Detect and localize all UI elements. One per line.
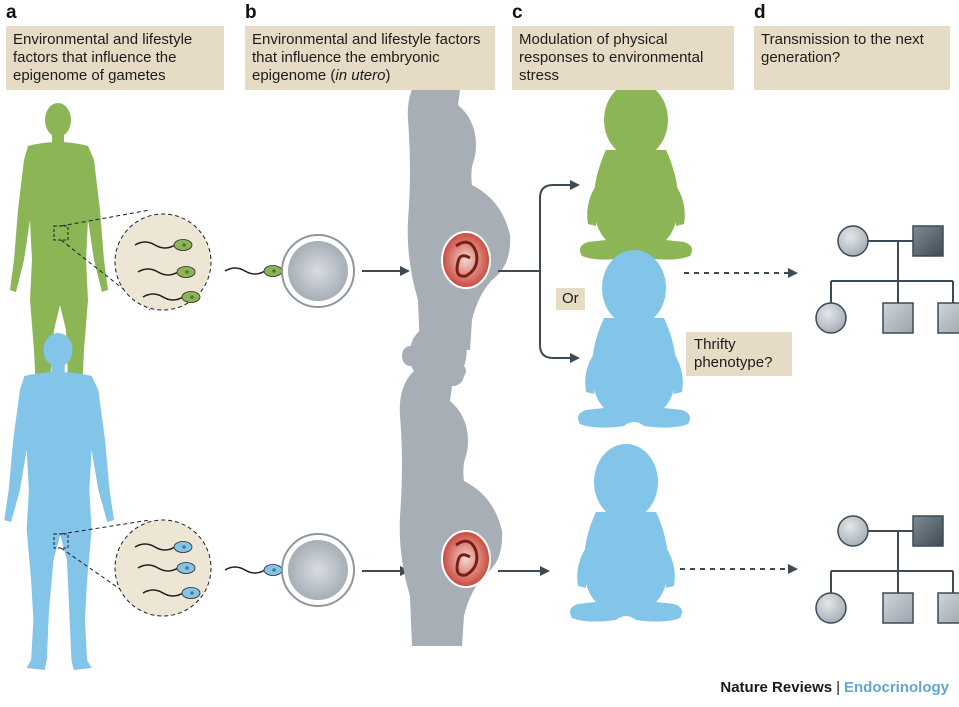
panel-letter-b: b	[245, 2, 257, 23]
fertilizing-sperm-icon	[224, 264, 283, 278]
fetus-icon	[441, 530, 491, 588]
caption-text: Environmental and lifestyle factors that…	[13, 31, 193, 84]
panel-letter-a: a	[6, 2, 17, 23]
caption-panel-d: Transmission to the next generation?	[754, 26, 950, 90]
credit-separator: |	[836, 679, 840, 696]
egg-cell-icon	[281, 533, 355, 607]
panel-letter-d: d	[754, 2, 766, 23]
fetus-icon	[441, 231, 491, 289]
sperm-magnification-circle	[114, 519, 212, 617]
or-label: Or	[562, 290, 579, 307]
pedigree-chart-bottom	[815, 515, 959, 624]
or-callout: Or	[556, 288, 585, 310]
branch-arrow-down	[539, 271, 580, 363]
panel-letter-c: c	[512, 2, 523, 23]
baby-blue-figure	[570, 444, 682, 622]
caption-panel-a: Environmental and lifestyle factors that…	[6, 26, 224, 90]
caption-panel-b: Environmental and lifestyle factors that…	[245, 26, 495, 90]
journal-name: Nature Reviews	[720, 679, 833, 696]
caption-text-end: )	[385, 67, 391, 84]
caption-text: Transmission to the next generation?	[761, 31, 924, 66]
baby-green-figure	[580, 82, 692, 260]
pregnant-mother-figure	[399, 325, 503, 646]
branch-arrow-up	[498, 180, 580, 272]
pedigree-chart-top	[815, 225, 959, 334]
baby-blue-thrifty-figure	[578, 250, 690, 428]
thrifty-label-line2: phenotype?	[694, 354, 773, 371]
fertilizing-sperm-icon	[224, 563, 283, 577]
caption-text: Environmental and lifestyle factors that…	[252, 31, 481, 84]
man-blue-figure	[4, 333, 115, 670]
caption-italic-text: in utero	[335, 67, 386, 84]
journal-section: Endocrinology	[844, 679, 949, 696]
thrifty-label-line1: Thrifty	[694, 336, 736, 353]
caption-panel-c: Modulation of physical responses to envi…	[512, 26, 734, 90]
sperm-magnification-circle	[114, 213, 212, 311]
caption-text: Modulation of physical responses to envi…	[519, 31, 704, 84]
journal-credit: Nature Reviews|Endocrinology	[720, 679, 949, 696]
egg-cell-icon	[281, 234, 355, 308]
thrifty-phenotype-callout: Thrifty phenotype?	[686, 332, 792, 376]
